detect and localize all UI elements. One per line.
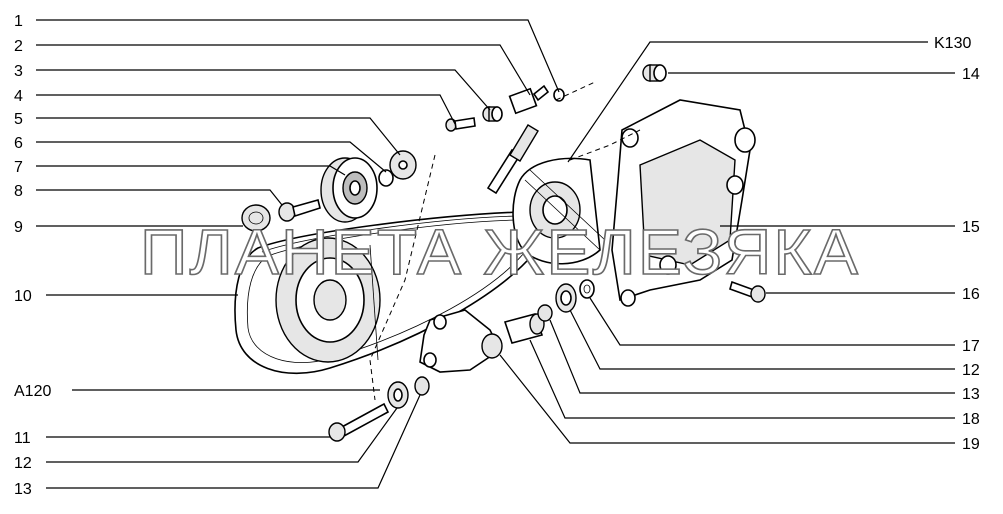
sleeve-18 [503, 313, 545, 344]
callout-10: 10 [14, 288, 32, 305]
callout-k130: K130 [934, 35, 971, 52]
callout-4: 4 [14, 88, 23, 105]
callout-19: 19 [962, 436, 980, 453]
callout-13-right: 13 [962, 386, 980, 403]
callout-3: 3 [14, 63, 23, 80]
washer-17 [579, 279, 595, 299]
bushing-6 [378, 169, 394, 187]
callout-12-left: 12 [14, 455, 32, 472]
callout-2: 2 [14, 38, 23, 55]
tension-rod [486, 84, 550, 195]
callout-12-right: 12 [962, 362, 980, 379]
callout-5: 5 [14, 111, 23, 128]
callout-15: 15 [962, 219, 980, 236]
callout-16: 16 [962, 286, 980, 303]
tensioner-pulley [320, 157, 378, 223]
bolt-11 [328, 402, 390, 442]
watermark-text: ПЛАНЕТА ЖЕЛЕЗЯКА [140, 216, 860, 288]
callout-11: 11 [14, 430, 31, 447]
bolt-16 [729, 280, 766, 303]
washer-12-lower [387, 381, 409, 409]
nut-1 [553, 88, 565, 102]
assembly-lines [369, 81, 641, 401]
callout-7: 7 [14, 159, 23, 176]
bolt-4 [445, 117, 476, 132]
cap-9 [241, 204, 271, 232]
callout-labels: 1 2 3 4 5 6 7 8 9 10 A120 11 12 13 K130 … [14, 13, 980, 498]
bushing-3 [482, 106, 503, 122]
callout-1: 1 [14, 13, 23, 30]
tensioner-bracket [419, 309, 503, 373]
callout-17: 17 [962, 338, 980, 355]
washer-5 [389, 150, 417, 180]
callout-6: 6 [14, 135, 23, 152]
crankshaft-pulley [275, 237, 381, 363]
callout-13-left: 13 [14, 481, 32, 498]
callout-14: 14 [962, 66, 980, 83]
callout-18: 18 [962, 411, 980, 428]
nut-13-lower [414, 376, 430, 396]
generator [512, 157, 606, 265]
bolt-8 [278, 199, 321, 222]
leader-lines [36, 19, 955, 489]
nut-13-upper [537, 304, 553, 322]
callout-8: 8 [14, 183, 23, 200]
bracket [611, 99, 756, 307]
bushing-14 [642, 64, 667, 82]
callout-9: 9 [14, 219, 23, 236]
washer-12-upper [555, 283, 577, 313]
callout-a120: A120 [14, 383, 51, 400]
